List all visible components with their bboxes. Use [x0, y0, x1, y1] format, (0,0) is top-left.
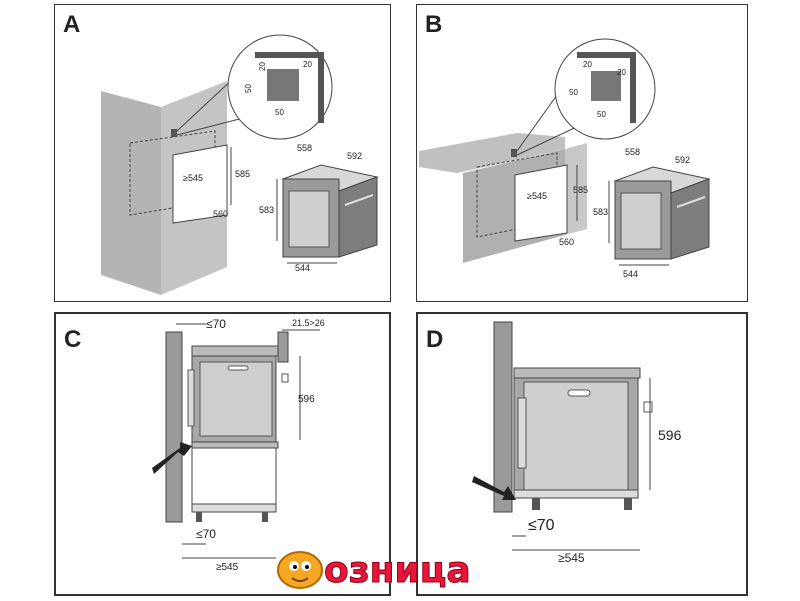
niche-depth: 560 [559, 237, 574, 247]
arrow-pointer [472, 476, 516, 500]
foot-left [196, 512, 202, 522]
niche-opening [172, 144, 228, 224]
tall-cabinet [101, 91, 161, 295]
niche-depth: 560 [213, 209, 228, 219]
depth-label: ≥545 [558, 551, 585, 565]
countertop [419, 133, 565, 173]
oven-height-583: 583 [259, 205, 274, 215]
detail-50-a: 50 [569, 88, 578, 97]
side-wall [493, 321, 513, 513]
panel-b-drawing: 20 20 50 50 ≥545 585 560 558 592 583 544 [419, 38, 711, 279]
detail-20-a: 20 [583, 60, 592, 69]
bottom-gap-label: ≤70 [196, 527, 216, 541]
oven-width-544: 544 [295, 263, 310, 273]
detail-20-b: 20 [303, 60, 312, 69]
height-label: 596 [298, 394, 315, 405]
detail-20-a: 20 [258, 62, 267, 71]
arrow-pointer [152, 442, 192, 474]
panel-a: A 20 20 50 50 ≥545 585 560 558 592 583 5… [54, 4, 391, 302]
top-gap-label: ≤70 [206, 317, 226, 331]
upper-panel [277, 331, 289, 363]
panel-d-drawing: 596 ≤70 ≥545 [472, 321, 682, 565]
oven-knob [281, 373, 289, 383]
oven-handle [567, 389, 591, 397]
foot-left [532, 498, 540, 510]
oven-depth-558: 558 [297, 143, 312, 153]
oven-depth-558: 558 [625, 147, 640, 157]
oven-depth-592: 592 [675, 155, 690, 165]
rozniza-logo: озница [272, 540, 532, 596]
oven-plinth [513, 489, 639, 499]
height-label: 596 [658, 427, 682, 443]
panel-c-drawing: ≤70 21.5>26 596 ≤70 ≥545 [152, 317, 325, 573]
panel-c-letter: C [64, 326, 82, 353]
oven-side [338, 176, 378, 258]
oven-window [620, 192, 662, 250]
plinth [191, 503, 277, 513]
foot-right [262, 512, 268, 522]
base-shelf [191, 441, 279, 449]
top-range-label: 21.5>26 [292, 318, 325, 328]
vent-mark [171, 129, 177, 137]
depth-label: ≥545 [216, 562, 239, 573]
logo-graphic: озница [277, 550, 471, 592]
niche-width: ≥545 [527, 191, 547, 201]
detail-50-a: 50 [244, 84, 253, 93]
oven-top-shelf [513, 367, 641, 379]
panel-d: D 596 ≤70 ≥545 [416, 312, 748, 596]
niche-width: ≥545 [183, 173, 203, 183]
oven-depth-592: 592 [347, 151, 362, 161]
panel-a-drawing: 20 20 50 50 ≥545 585 560 558 592 583 544 [101, 34, 379, 295]
oven-door [199, 361, 273, 437]
base-unit-side [565, 143, 587, 235]
panel-b-letter: B [425, 11, 443, 38]
base-cabinet [191, 447, 277, 511]
oven-knob [643, 401, 653, 413]
panel-d-letter: D [426, 326, 444, 353]
side-wall [165, 331, 183, 523]
oven-height-583: 583 [593, 207, 608, 217]
oven-handle [227, 365, 249, 371]
oven-side [670, 178, 710, 260]
logo-text: озница [324, 550, 471, 591]
oven-door [523, 381, 629, 493]
niche-height: 585 [573, 185, 588, 195]
detail-50-b: 50 [597, 110, 606, 119]
mascot-body [277, 551, 323, 589]
panel-a-letter: A [63, 11, 81, 38]
panel-b: B 20 20 50 50 ≥545 585 560 558 592 583 5… [416, 4, 748, 302]
detail-20-b: 20 [617, 68, 626, 77]
foot-right [624, 498, 632, 510]
niche-height: 585 [235, 169, 250, 179]
niche-opening [514, 164, 568, 242]
panel-c: C ≤70 21.5>26 596 ≤70 ≥545 [54, 312, 391, 596]
oven-hinge-left [517, 397, 527, 469]
oven-hinge-left [187, 369, 195, 427]
oven-width-544: 544 [623, 269, 638, 279]
oven-top-shelf [191, 345, 279, 357]
detail-50-b: 50 [275, 108, 284, 117]
oven-window [288, 190, 330, 248]
bottom-gap-label: ≤70 [528, 517, 555, 534]
vent-mark [511, 149, 517, 157]
